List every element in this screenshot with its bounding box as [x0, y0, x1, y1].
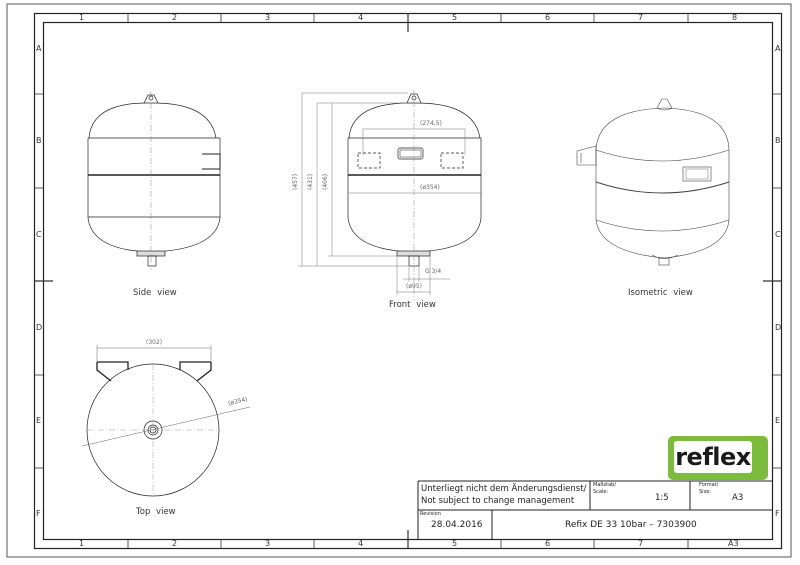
- col-label-4: 4: [358, 13, 364, 22]
- isometric-view-drawing: [576, 98, 730, 266]
- dim-foot-diameter: (ø95): [406, 283, 422, 290]
- dim-height-431: (431): [307, 173, 314, 190]
- isometric-view-label: Isometric view: [628, 288, 693, 298]
- row-label-left-a: A: [36, 44, 42, 53]
- row-label-right-d: D: [775, 323, 782, 332]
- row-label-left-f: F: [36, 509, 41, 518]
- reflex-logo: reflex: [668, 436, 768, 480]
- scale-label-en: Scale:: [593, 489, 609, 495]
- bottom-col-label-2: 2: [172, 539, 178, 548]
- bottom-col-label-3: 3: [265, 539, 271, 548]
- bottom-col-label-8: A3: [728, 539, 739, 548]
- bottom-col-label-6: 6: [545, 539, 551, 548]
- revision-label: Revision: [420, 511, 441, 517]
- row-label-left-d: D: [36, 323, 43, 332]
- row-label-right-a: A: [775, 44, 781, 53]
- revision-date: 28.04.2016: [431, 520, 483, 530]
- row-label-left-c: C: [36, 230, 42, 239]
- col-label-2: 2: [172, 13, 178, 22]
- col-label-3: 3: [265, 13, 271, 22]
- col-label-8: 8: [732, 13, 738, 22]
- front-view-drawing: [347, 90, 482, 300]
- row-label-left-b: B: [36, 136, 42, 145]
- bottom-col-label-1: 1: [79, 539, 85, 548]
- outer-border: [6, 3, 792, 558]
- col-label-1: 1: [79, 13, 85, 22]
- scale-label: Maßstab/: [593, 482, 617, 488]
- col-label-5: 5: [452, 13, 458, 22]
- side-view-label: Side view: [133, 288, 177, 298]
- dim-thread: G 3/4: [425, 268, 442, 275]
- top-view-drawing: [81, 345, 251, 497]
- bottom-col-label-7: 7: [638, 539, 644, 548]
- dim-front-diameter: (ø354): [420, 184, 440, 191]
- dim-bracket-spacing: (274,5): [420, 120, 442, 127]
- format-label: Format/: [699, 482, 719, 488]
- col-label-7: 7: [638, 13, 644, 22]
- row-label-right-c: C: [775, 230, 781, 239]
- format-value: A3: [732, 493, 744, 503]
- scale-value: 1:5: [655, 493, 669, 503]
- notice-en: Not subject to change management: [421, 496, 575, 506]
- column-dividers: [34, 13, 782, 549]
- front-view-label: Front view: [389, 300, 436, 310]
- logo-text: reflex: [675, 443, 751, 471]
- dim-overall-height: (457): [292, 173, 299, 190]
- front-view-dimensions: [298, 92, 481, 295]
- format-label-en: Size:: [699, 489, 711, 495]
- title-block: [417, 480, 772, 540]
- top-view-label: Top view: [136, 507, 176, 517]
- row-label-right-f: F: [775, 509, 780, 518]
- notice-de: Unterliegt nicht dem Änderungsdienst/: [421, 484, 587, 494]
- row-label-right-b: B: [775, 136, 781, 145]
- row-label-right-e: E: [775, 416, 781, 425]
- bottom-col-label-5: 5: [452, 539, 458, 548]
- col-label-6: 6: [545, 13, 551, 22]
- bottom-col-label-4: 4: [358, 539, 364, 548]
- row-label-left-e: E: [36, 416, 42, 425]
- dim-top-bracket-width: (302): [146, 339, 163, 346]
- dim-height-406: (406): [322, 173, 329, 190]
- product-title: Refix DE 33 10bar – 7303900: [565, 520, 697, 530]
- side-view-drawing: [87, 92, 221, 270]
